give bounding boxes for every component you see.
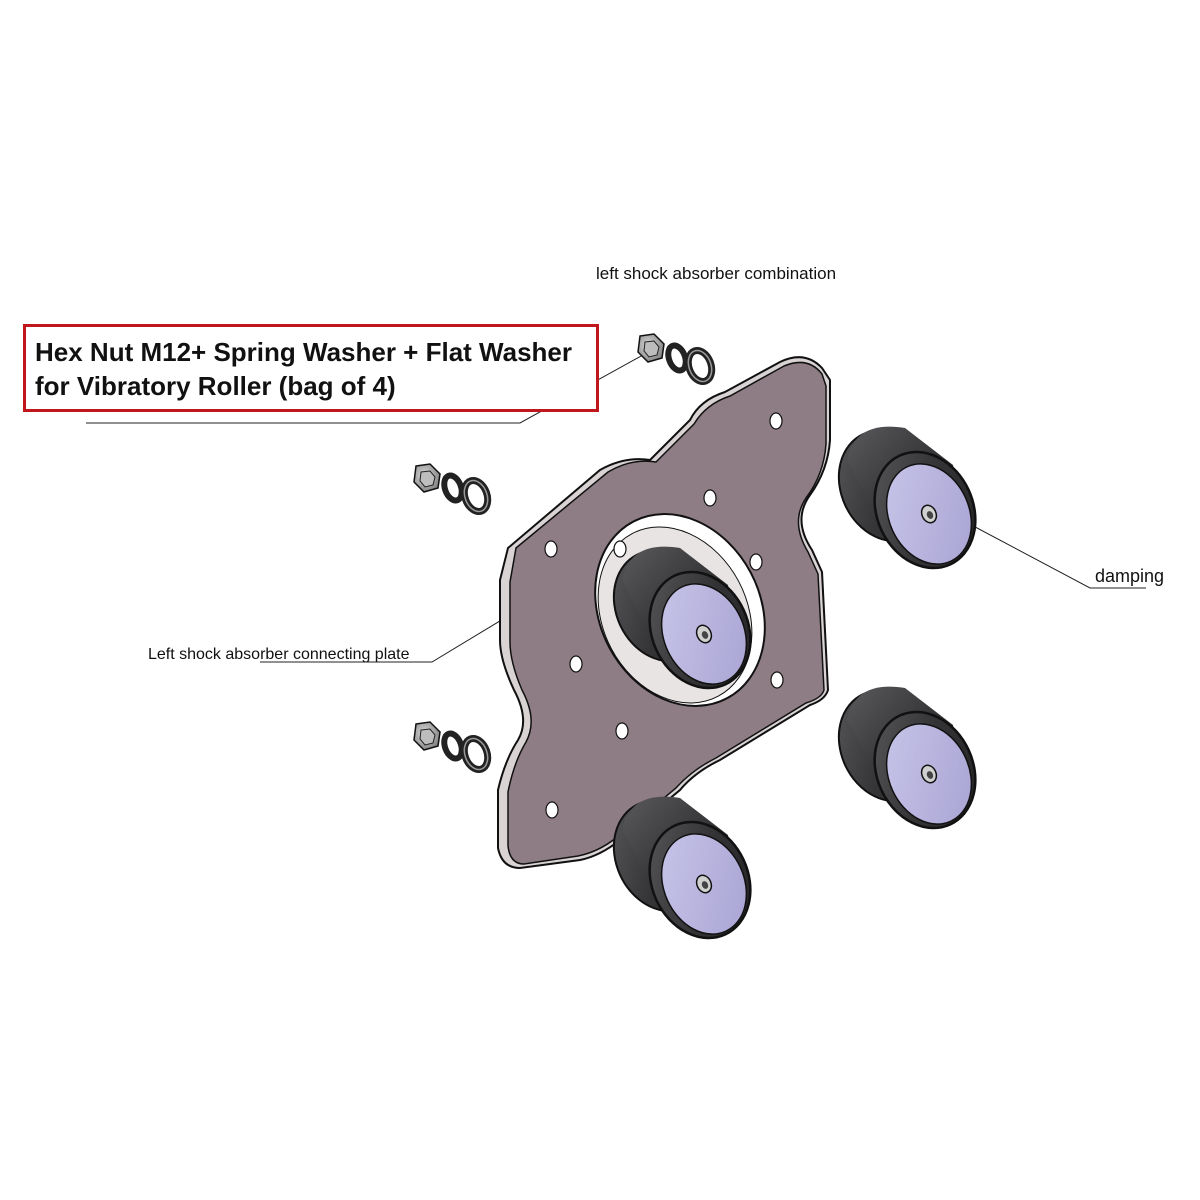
leader-lines [86, 349, 1146, 663]
callout-box: Hex Nut M12+ Spring Washer + Flat Washer… [23, 324, 599, 412]
callout-text: Hex Nut M12+ Spring Washer + Flat Washer… [35, 335, 572, 403]
label-damping: damping [1095, 566, 1165, 586]
label-plate: Left shock absorber connecting plate [148, 646, 410, 663]
callout-line-2: for Vibratory Roller (bag of 4) [35, 371, 396, 401]
callout-line-1: Hex Nut M12+ Spring Washer + Flat Washer [35, 337, 572, 367]
label-combination: left shock absorber combination [596, 264, 837, 283]
